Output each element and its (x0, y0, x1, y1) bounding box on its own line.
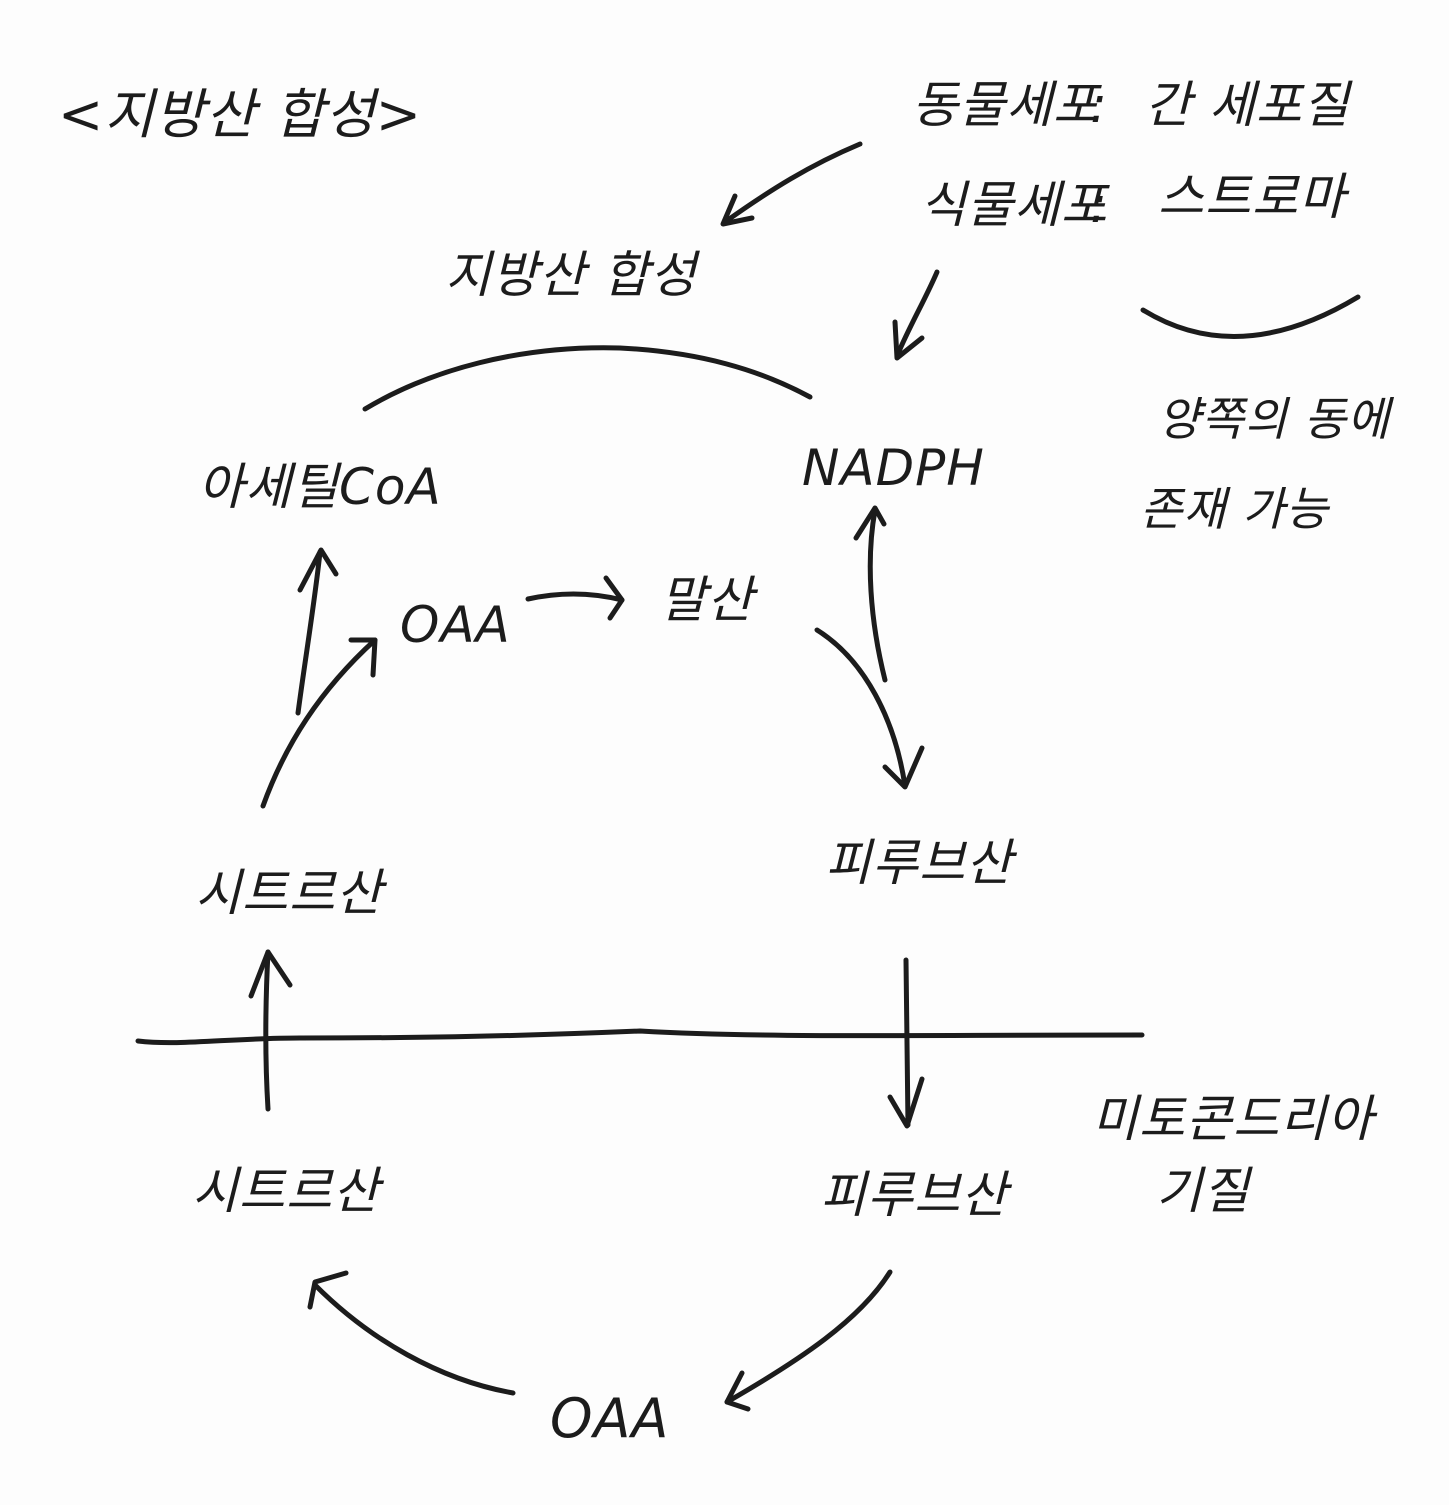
citrate-lower-node: 시트르산 (192, 1162, 380, 1220)
diagram-title: <지방산 합성> (58, 83, 423, 146)
arrow-oaa-to-malate (525, 575, 625, 621)
legend-separator-2: : (1090, 176, 1108, 234)
arrow-malate-to-pyruvate (814, 627, 925, 790)
legend-separator-1: : (1090, 76, 1108, 134)
pyruvate-lower-node: 피루브산 (820, 1166, 1008, 1224)
arrow-legend-to-fatty-acid (720, 141, 863, 227)
arrow-oaa-to-citrate (307, 1270, 516, 1396)
note-line-1: 양쪽의 동에 (1158, 392, 1391, 446)
arrow-citrate-to-acetyl-coa (295, 547, 339, 716)
arrow-pyruvate-to-oaa (724, 1269, 893, 1412)
fatty-acid-synthesis-label: 지방산 합성 (445, 246, 697, 304)
mitochondria-matrix-label-1: 미토콘드리아 (1092, 1090, 1374, 1148)
note-curve (1140, 294, 1361, 339)
legend-animal-label: 동물세포 (912, 76, 1100, 134)
arrow-to-nadph (853, 505, 888, 683)
arrow-legend-to-nadph (892, 269, 940, 361)
oaa-top-node: OAA (400, 596, 511, 654)
citrate-upper-node: 시트르산 (195, 864, 383, 922)
mitochondria-membrane-line (135, 1028, 1145, 1046)
legend-plant-value: 스트로마 (1158, 168, 1346, 226)
mitochondria-matrix-label-2: 기질 (1156, 1162, 1250, 1220)
arrow-citrate-lower-to-upper (248, 949, 293, 1112)
oaa-bottom-node: OAA (550, 1387, 670, 1450)
arrow-pyruvate-upper-to-lower (887, 957, 925, 1129)
note-line-2: 존재 가능 (1140, 482, 1329, 536)
legend-animal-value: 간 세포질 (1145, 76, 1350, 134)
arrow-citrate-to-oaa (260, 637, 378, 809)
pyruvate-upper-node: 피루브산 (825, 834, 1013, 892)
nadph-node: NADPH (802, 439, 985, 497)
synthesis-arc (362, 345, 813, 412)
malate-node: 말산 (660, 571, 754, 629)
acetyl-coa-node: 아세틸CoA (198, 458, 442, 516)
legend-plant-label: 식물세포 (920, 176, 1108, 234)
